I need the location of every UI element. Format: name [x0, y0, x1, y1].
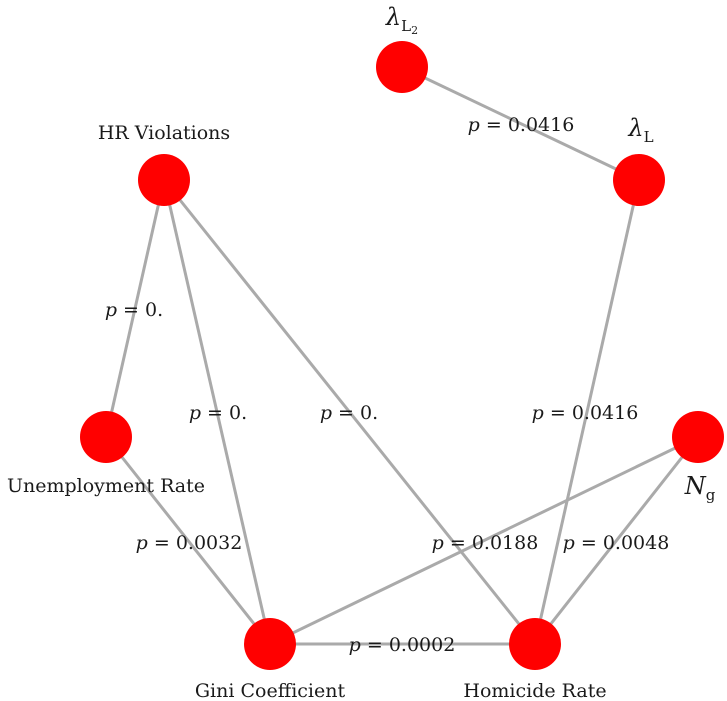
p-value: = 0.0188 [444, 532, 538, 554]
node-label-hr_violations: HR Violations [98, 122, 230, 144]
edge-label-hr_violations-gini_coefficient: p = 0. [189, 402, 247, 424]
node-homicide_rate [509, 618, 561, 670]
edge-label-lambda_l2-lambda_l: p = 0.0416 [468, 114, 575, 136]
p-symbol: p [189, 402, 201, 424]
edges-layer [104, 65, 700, 646]
node-label-main: λ [385, 3, 401, 31]
node-label-main: N [684, 472, 707, 500]
edge-hr_violations-unemployment_rate [104, 179, 166, 438]
edge-n_g-homicide_rate [533, 436, 700, 645]
node-label-subscript: g [706, 486, 716, 504]
edge-lambda_l-homicide_rate [533, 179, 641, 645]
p-value: = 0.0048 [575, 532, 669, 554]
p-symbol: p [105, 299, 117, 321]
edge-label-hr_violations-homicide_rate: p = 0. [320, 402, 378, 424]
node-label-homicide_rate: Homicide Rate [463, 680, 606, 701]
edge-label-hr_violations-unemployment_rate: p = 0. [105, 299, 163, 321]
node-label-subscript: L [644, 128, 654, 146]
edge-label-gini_coefficient-homicide_rate: p = 0.0002 [349, 634, 456, 656]
edge-label-lambda_l-homicide_rate: p = 0.0416 [532, 402, 639, 424]
p-value: = 0.0416 [544, 402, 638, 424]
edge-unemployment_rate-gini_coefficient [104, 436, 272, 645]
node-hr_violations [138, 154, 190, 206]
p-value: = 0.0416 [480, 114, 574, 136]
edge-label-n_g-gini_coefficient: p = 0.0188 [432, 532, 539, 554]
node-n_g [672, 411, 724, 463]
p-symbol: p [349, 634, 361, 656]
node-label-lambda_l2: λL2 [385, 3, 418, 37]
node-label-main: Unemployment Rate [7, 475, 205, 497]
p-symbol: p [432, 532, 444, 554]
edge-n_g-gini_coefficient [269, 435, 699, 646]
node-gini_coefficient [244, 618, 296, 670]
p-value: = 0. [117, 299, 163, 321]
edge-hr_violations-gini_coefficient [162, 179, 272, 645]
node-lambda_l2 [376, 41, 428, 93]
node-lambda_l [613, 154, 665, 206]
edge-label-unemployment_rate-gini_coefficient: p = 0.0032 [136, 532, 243, 554]
p-symbol: p [136, 532, 148, 554]
node-unemployment_rate [80, 411, 132, 463]
edge-lambda_l2-lambda_l [401, 65, 640, 182]
p-value: = 0.0002 [361, 634, 455, 656]
node-label-unemployment_rate: Unemployment Rate [7, 475, 205, 497]
edge-hr_violations-homicide_rate [162, 179, 537, 645]
node-label-main: HR Violations [98, 122, 230, 144]
edge-label-n_g-homicide_rate: p = 0.0048 [563, 532, 670, 554]
node-label-main: Gini Coefficient [195, 680, 346, 701]
node-label-subscript: L [401, 17, 411, 35]
p-value: = 0.0032 [148, 532, 242, 554]
nodes-layer [80, 41, 724, 670]
node-label-lambda_l: λL [627, 114, 653, 146]
p-symbol: p [320, 402, 332, 424]
p-symbol: p [563, 532, 575, 554]
node-label-n_g: Ng [684, 472, 716, 504]
node-label-main: Homicide Rate [463, 680, 606, 701]
p-symbol: p [468, 114, 480, 136]
p-value: = 0. [332, 402, 378, 424]
p-value: = 0. [201, 402, 247, 424]
node-label-subsubscript: 2 [411, 24, 418, 37]
node-label-main: λ [627, 114, 643, 142]
p-symbol: p [532, 402, 544, 424]
node-label-gini_coefficient: Gini Coefficient [195, 680, 346, 701]
